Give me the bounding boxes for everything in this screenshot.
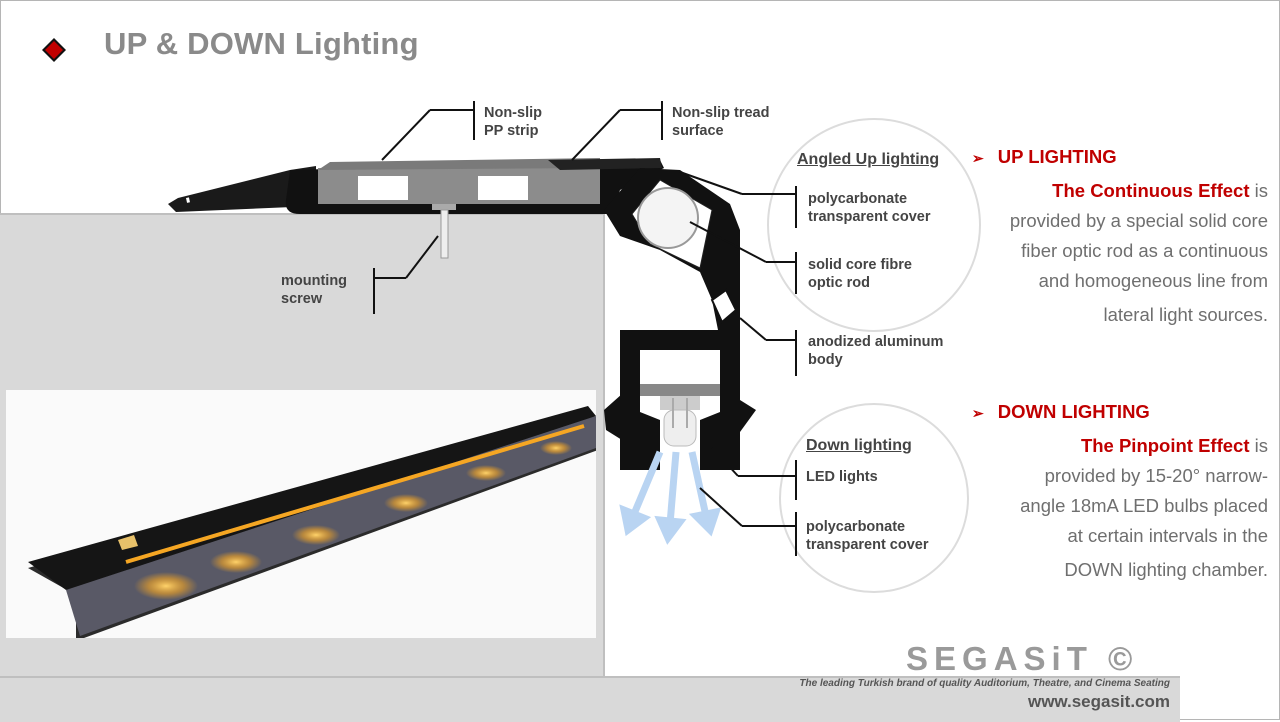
callout-line: polycarbonate — [806, 519, 906, 535]
mounting-screw — [432, 204, 456, 259]
arrow-bullet-icon: ➢ — [972, 405, 984, 421]
arrow-bullet-icon: ➢ — [972, 150, 984, 166]
description-line: at certain intervals in the — [1067, 525, 1268, 546]
heading-text: DOWN LIGHTING — [997, 401, 1150, 422]
up-lighting-heading: ➢ UP LIGHTING — [972, 146, 1117, 168]
down-detail-circle — [779, 403, 969, 593]
callout-leaders — [373, 101, 797, 556]
led-glow-spots — [134, 441, 572, 600]
down-lighting-heading: ➢ DOWN LIGHTING — [972, 401, 1150, 423]
up-lighting-description: The Continuous Effect is provided by a s… — [958, 176, 1268, 330]
callout-line: solid core fibre — [808, 257, 912, 273]
down-light-rays — [619, 450, 722, 545]
description-line: and homogeneous line from — [1038, 270, 1268, 291]
page-title: UP & DOWN Lighting — [104, 26, 419, 61]
section-down-lighting: Down lighting — [806, 437, 912, 454]
description-line: The Continuous Effect is — [958, 176, 1268, 206]
callout-line: Non-slip — [484, 105, 542, 121]
aluminum-profile — [168, 158, 756, 470]
description-line: DOWN lighting chamber. — [1064, 559, 1268, 580]
callout-poly-cover-down: polycarbonate transparent cover — [806, 518, 929, 554]
product-photo — [6, 390, 598, 638]
brand-logo: SEGASiT © — [906, 640, 1139, 677]
callout-line: screw — [281, 291, 323, 307]
callout-line: LED lights — [806, 469, 878, 485]
callout-poly-cover-up: polycarbonate transparent cover — [808, 190, 931, 226]
description-line: fiber optic rod as a continuous — [1021, 240, 1268, 261]
callout-non-slip-tread: Non-slip tread surface — [672, 104, 769, 140]
callout-line: transparent cover — [808, 209, 931, 225]
callout-line: body — [808, 352, 843, 368]
effect-name: The Continuous Effect — [1052, 180, 1250, 201]
description-line: angle 18mA LED bulbs placed — [1020, 495, 1268, 516]
line-tail: is — [1249, 180, 1268, 201]
line-tail: is — [1249, 435, 1268, 456]
callout-line: surface — [672, 123, 724, 139]
red-diamond-icon — [42, 38, 66, 62]
description-line: provided by 15-20° narrow- — [1044, 465, 1268, 486]
callout-line: polycarbonate — [808, 191, 908, 207]
callout-fibre-rod: solid core fibre optic rod — [808, 256, 912, 292]
down-lighting-description: The Pinpoint Effect is provided by 15-20… — [958, 431, 1268, 585]
callout-line: mounting — [281, 273, 348, 289]
effect-name: The Pinpoint Effect — [1080, 435, 1250, 456]
callout-led-lights: LED lights — [806, 468, 878, 486]
description-line: provided by a special solid core — [1009, 210, 1268, 231]
callout-line: optic rod — [808, 275, 871, 291]
callout-line: PP strip — [484, 123, 539, 139]
angled-up-detail-circle — [767, 118, 981, 332]
brand-tagline: The leading Turkish brand of quality Aud… — [799, 678, 1170, 689]
callout-non-slip-pp-strip: Non-slip PP strip — [484, 104, 542, 140]
website-link[interactable]: www.segasit.com — [1027, 692, 1170, 711]
description-line: lateral light sources. — [1103, 304, 1268, 325]
heading-text: UP LIGHTING — [997, 146, 1117, 167]
callout-line: anodized aluminum — [808, 334, 944, 350]
callout-aluminum-body: anodized aluminum body — [808, 333, 943, 369]
description-line: The Pinpoint Effect is — [958, 431, 1268, 461]
callout-line: transparent cover — [806, 537, 929, 553]
callout-line: Non-slip tread — [672, 105, 770, 121]
callout-mounting-screw: mounting screw — [281, 272, 347, 308]
section-angled-up-lighting: Angled Up lighting — [797, 151, 940, 168]
floor-band — [0, 676, 1180, 722]
